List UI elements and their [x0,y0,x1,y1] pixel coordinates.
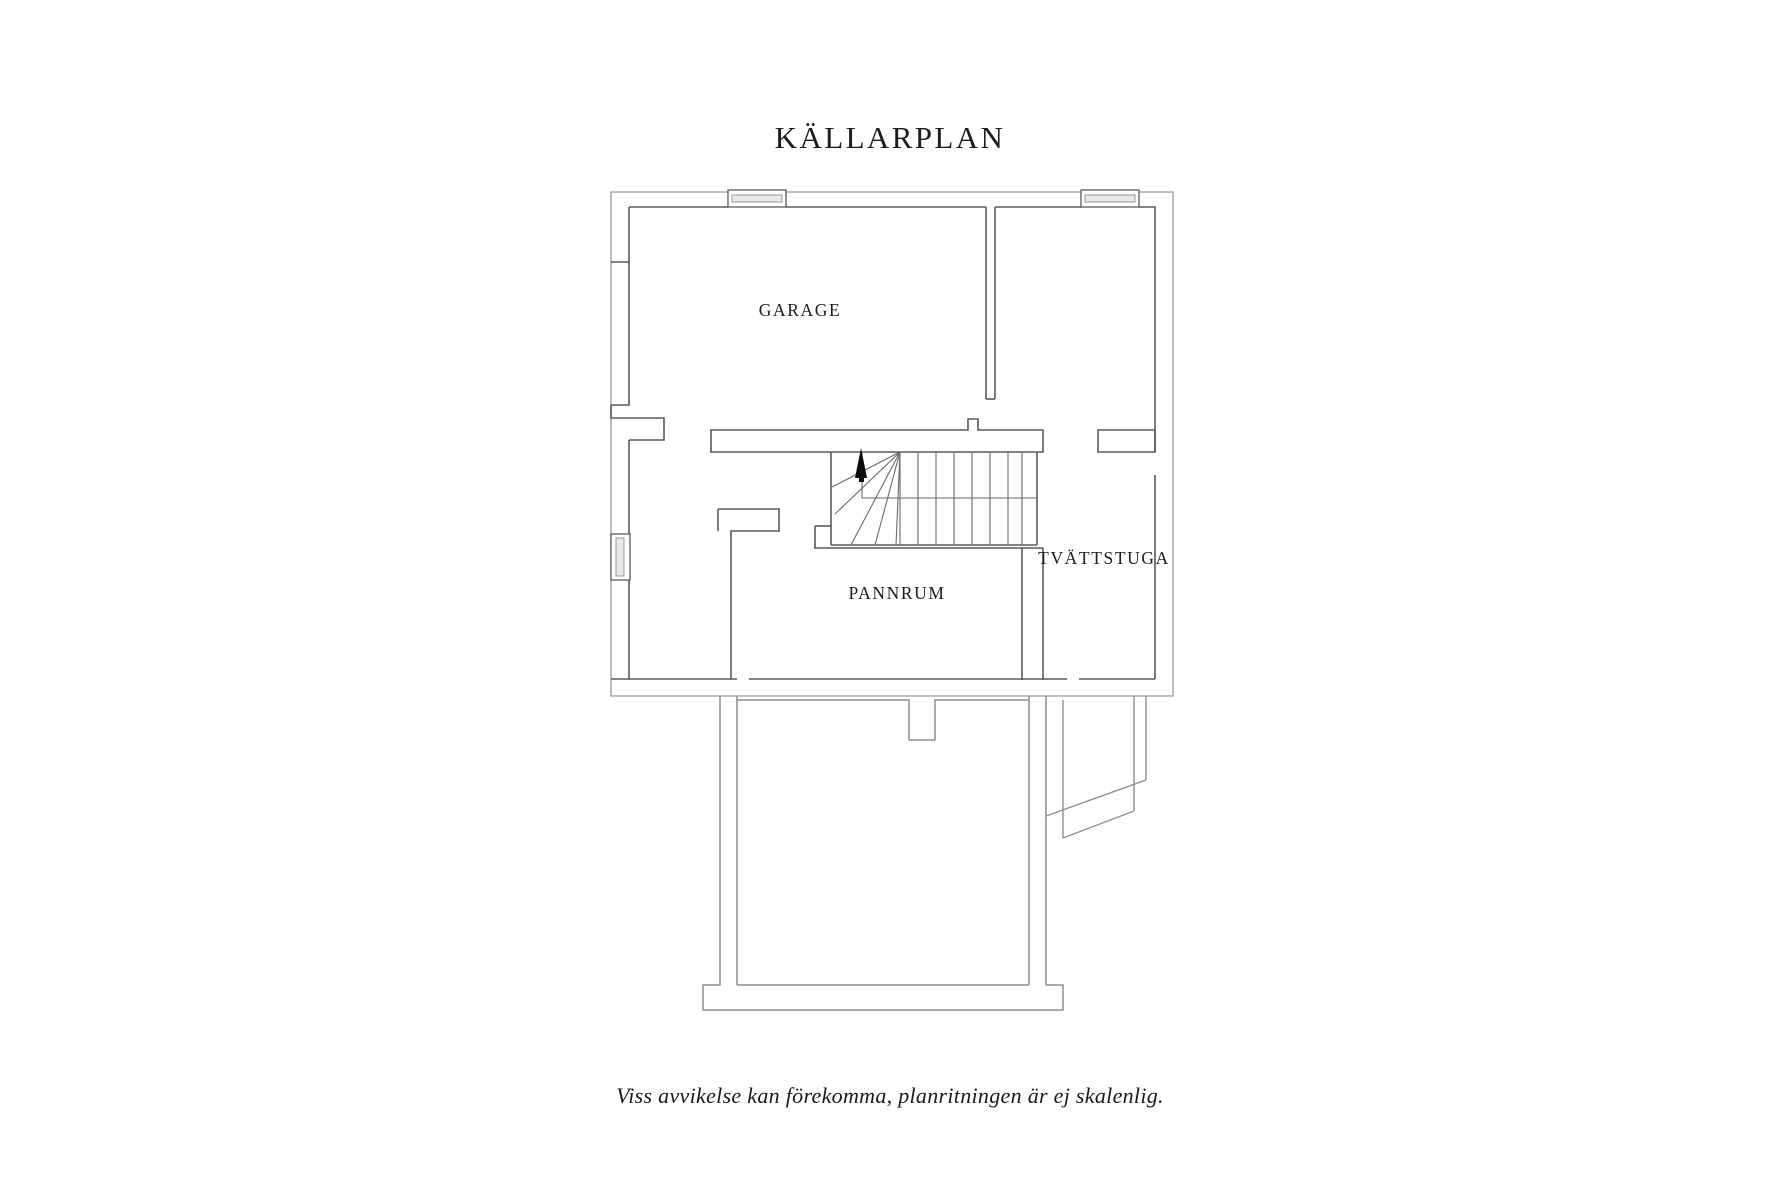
exterior-boundary [610,191,1174,697]
page-title: KÄLLARPLAN [774,120,1006,155]
window-left [610,533,631,581]
wall-garage-pannrum-divider [710,418,1044,453]
walls-pannrum [717,508,1044,680]
room-label-pannrum: PANNRUM [848,583,945,603]
wall-stub-tvattstuga [1097,429,1156,453]
staircase [830,448,1038,546]
interior-walls [610,206,1156,680]
room-label-garage: GARAGE [759,300,842,320]
stair-up-arrow [855,448,867,478]
exterior-stair-ramp [1045,696,1147,839]
terrace-outline [702,696,1064,1011]
room-label-tvattstuga: TVÄTTSTUGA [1038,548,1170,568]
window-top-right [1080,189,1140,208]
window-top-left [727,189,787,208]
disclaimer-caption: Viss avvikelse kan förekomma, planritnin… [616,1083,1164,1108]
